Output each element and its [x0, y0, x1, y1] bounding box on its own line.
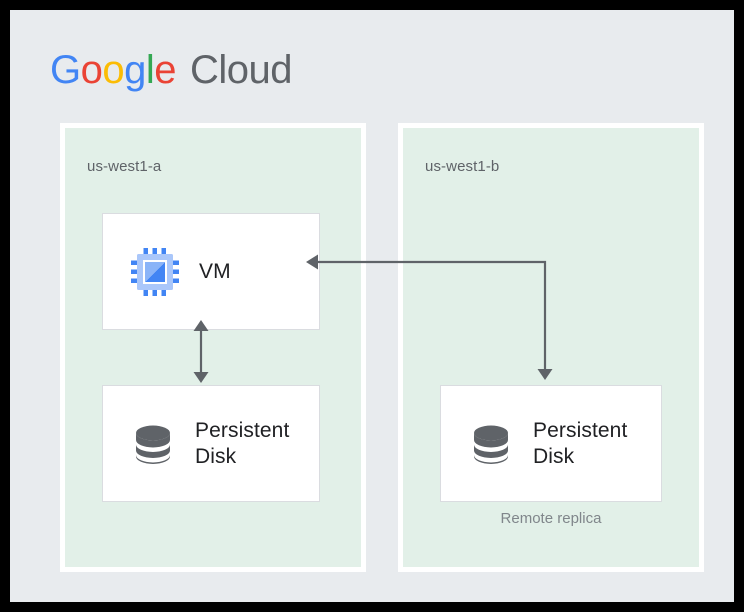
- persistent-disk-icon: [136, 425, 170, 464]
- zone-a-label: us-west1-a: [87, 158, 162, 175]
- logo-letter-o2: o: [102, 48, 125, 92]
- zone-us-west1-b: us-west1-b: [398, 123, 704, 572]
- node-persistent-disk-primary[interactable]: Persistent Disk: [102, 385, 320, 502]
- logo-letter-g2: g: [124, 48, 146, 92]
- logo-letter-g: G: [50, 48, 81, 92]
- logo-letter-e: e: [154, 48, 177, 92]
- node-persistent-disk-replica[interactable]: Persistent Disk: [440, 385, 662, 502]
- remote-replica-caption: Remote replica: [500, 510, 602, 527]
- diagram-canvas: Google Cloud us-west1-a us-west1-b: [10, 10, 734, 602]
- node-vm[interactable]: VM: [102, 213, 320, 330]
- node-vm-label: VM: [199, 259, 231, 283]
- cloud-wordmark: Cloud: [190, 48, 293, 92]
- google-wordmark: Google: [50, 48, 177, 92]
- node-persistent-disk-replica-label: Persistent Disk: [533, 418, 628, 468]
- logo-letter-o1: o: [80, 48, 103, 92]
- zone-us-west1-a: us-west1-a: [60, 123, 366, 572]
- vm-chip-icon: [131, 247, 179, 296]
- google-cloud-logo: Google Cloud: [50, 46, 293, 94]
- logo-letter-l: l: [145, 48, 155, 92]
- persistent-disk-icon: [474, 425, 508, 464]
- node-persistent-disk-primary-label: Persistent Disk: [195, 418, 290, 468]
- zone-b-label: us-west1-b: [425, 158, 500, 175]
